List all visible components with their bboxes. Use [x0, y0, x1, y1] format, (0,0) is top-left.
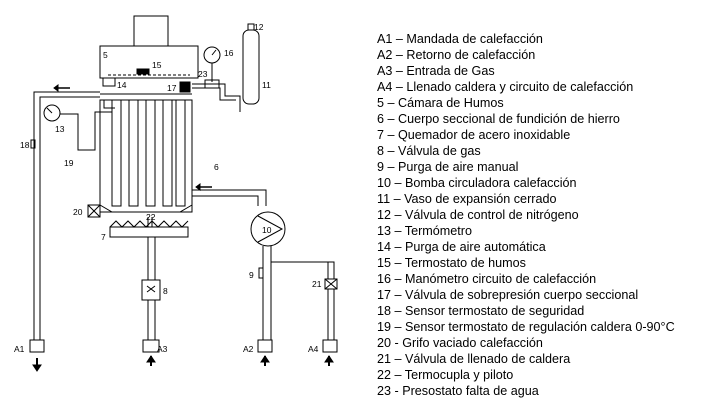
label-a1: A1 — [14, 344, 25, 354]
label-18: 18 — [20, 140, 30, 150]
legend-item: 16 – Manómetro circuito de calefacción — [377, 272, 597, 286]
legend-item: 15 – Termostato de humos — [377, 256, 526, 270]
label-15: 15 — [152, 60, 162, 70]
legend-item: 9 – Purga de aire manual — [377, 160, 519, 174]
label-8: 8 — [163, 286, 168, 296]
label-19: 19 — [64, 158, 74, 168]
legend-item: 6 – Cuerpo seccional de fundición de hie… — [377, 112, 620, 126]
label-12: 12 — [254, 22, 264, 32]
legend-item: A4 – Llenado caldera y circuito de calef… — [377, 80, 634, 94]
legend-item: 21 – Válvula de llenado de caldera — [377, 352, 571, 366]
legend-item: 5 – Cámara de Humos — [377, 96, 504, 110]
gas-valve — [141, 279, 161, 301]
label-5: 5 — [103, 50, 108, 60]
label-7: 7 — [101, 232, 106, 242]
chimney — [133, 15, 169, 47]
legend-item: 12 – Válvula de control de nitrógeno — [377, 208, 579, 222]
label-22: 22 — [146, 212, 156, 222]
label-16: 16 — [224, 48, 234, 58]
legend-item: 7 – Quemador de acero inoxidable — [377, 128, 571, 142]
circulation-pump — [250, 211, 286, 247]
legend-item: 22 – Termocupla y piloto — [377, 368, 514, 382]
flue-thermostat — [136, 68, 150, 75]
legend-item: 18 – Sensor termostato de seguridad — [377, 304, 585, 318]
burner — [109, 226, 189, 238]
legend-item: 13 – Termómetro — [377, 224, 472, 238]
label-6: 6 — [214, 162, 219, 172]
label-10: 10 — [262, 225, 272, 235]
legend-item: 20 - Grifo vaciado calefacción — [377, 336, 543, 350]
legend-item: 10 – Bomba circuladora calefacción — [377, 176, 577, 190]
legend-item: A2 – Retorno de calefacción — [377, 48, 536, 62]
expansion-vessel — [242, 29, 260, 105]
label-17: 17 — [167, 83, 177, 93]
legend-item: 8 – Válvula de gas — [377, 144, 481, 158]
legend-item: 14 – Purga de aire automática — [377, 240, 546, 254]
label-a3: A3 — [157, 344, 168, 354]
legend-item: 19 – Sensor termostato de regulación cal… — [377, 320, 675, 334]
legend-item: A3 – Entrada de Gas — [377, 64, 495, 78]
label-9: 9 — [249, 270, 254, 280]
legend-item: 17 – Válvula de sobrepresión cuerpo secc… — [377, 288, 639, 302]
label-11: 11 — [262, 80, 271, 90]
legend-item: 11 – Vaso de expansión cerrado — [377, 192, 557, 206]
label-14: 14 — [117, 80, 127, 90]
label-21: 21 — [312, 279, 322, 289]
legend-item: 23 - Presostato falta de agua — [377, 384, 539, 398]
label-13: 13 — [55, 124, 65, 134]
legend-list: A1 – Mandada de calefacción A2 – Retorno… — [377, 31, 707, 399]
label-20: 20 — [73, 207, 83, 217]
label-a4: A4 — [308, 344, 319, 354]
legend-item: A1 – Mandada de calefacción — [377, 32, 543, 46]
label-23: 23 — [198, 69, 208, 79]
label-a2: A2 — [243, 344, 254, 354]
